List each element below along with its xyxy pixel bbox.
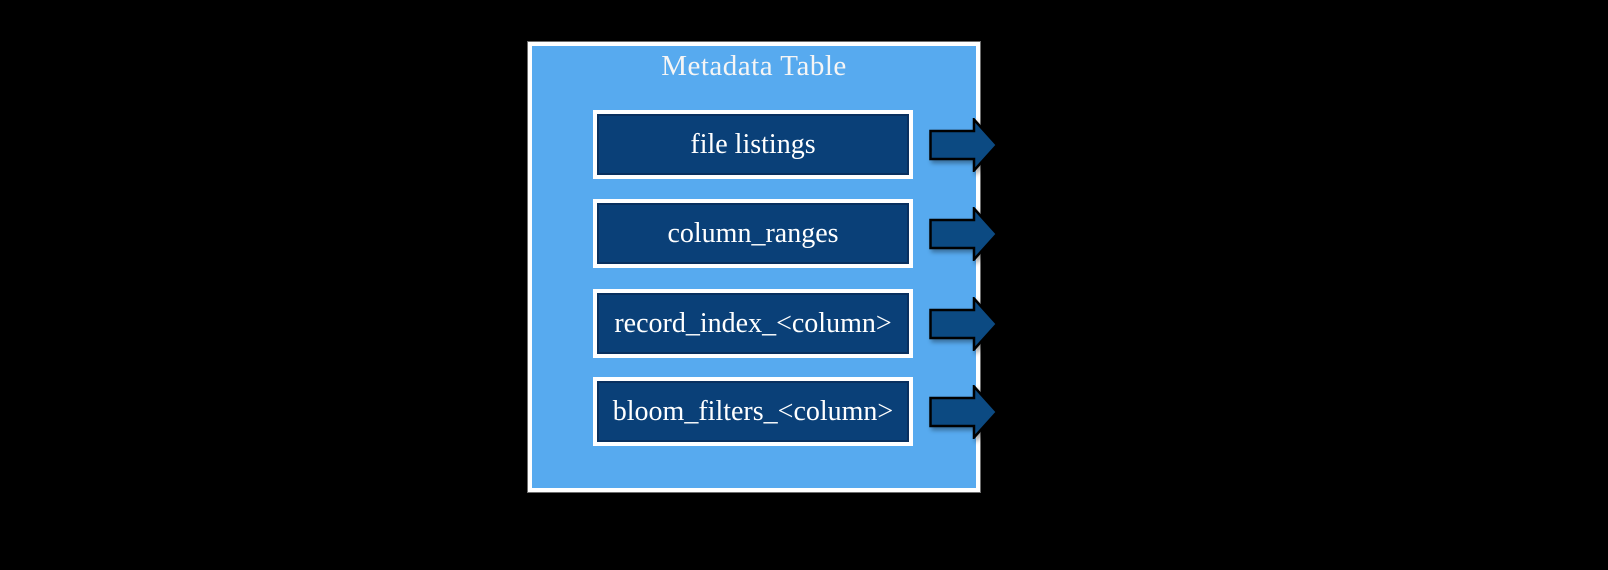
metadata-row-column-ranges: column_ranges bbox=[593, 199, 913, 268]
row-label-record-index: record_index_<column> bbox=[614, 307, 892, 339]
arrow-right-icon bbox=[929, 297, 999, 351]
metadata-row-file-listings: file listings bbox=[593, 110, 913, 179]
row-label-file-listings: file listings bbox=[690, 128, 816, 160]
arrow-right-icon bbox=[929, 207, 999, 261]
arrow-right-icon bbox=[929, 118, 999, 172]
row-label-column-ranges: column_ranges bbox=[667, 217, 839, 249]
metadata-row-bloom-filters: bloom_filters_<column> bbox=[593, 377, 913, 446]
metadata-table-container: Metadata Table file listings column_rang… bbox=[528, 42, 999, 492]
diagram-title: Metadata Table bbox=[661, 50, 847, 82]
metadata-row-record-index: record_index_<column> bbox=[593, 289, 913, 358]
arrow-right-icon bbox=[929, 385, 999, 439]
row-label-bloom-filters: bloom_filters_<column> bbox=[612, 395, 894, 427]
